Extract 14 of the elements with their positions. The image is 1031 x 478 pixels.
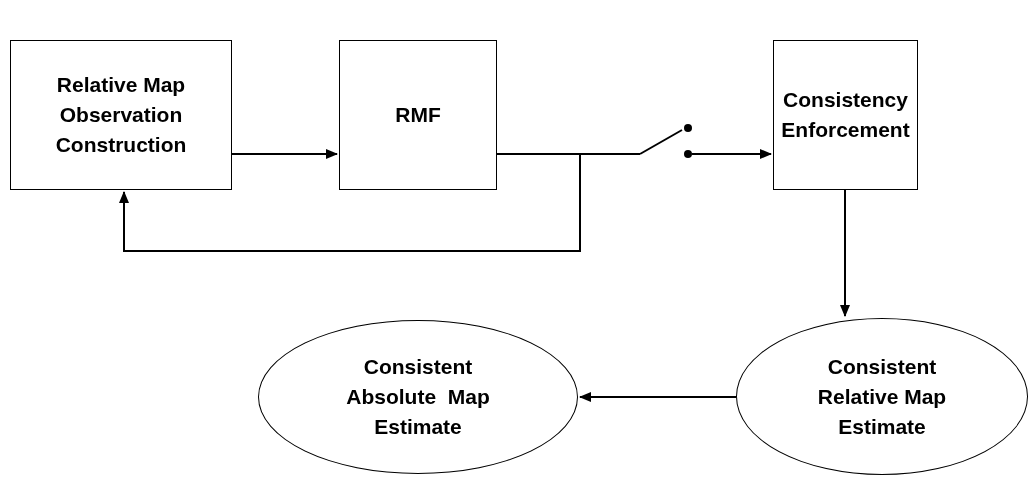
node-label: Relative Map Observation Construction <box>54 72 188 158</box>
node-label: Consistent Relative Map Estimate <box>816 353 948 440</box>
arrow <box>840 189 850 317</box>
arrow <box>231 149 338 159</box>
switch-symbol <box>638 122 694 160</box>
node-label: Consistent Absolute Map Estimate <box>345 354 491 440</box>
arrow <box>691 149 772 159</box>
node-label: RMF <box>394 102 442 128</box>
process-box <box>10 40 232 190</box>
arrow <box>579 392 737 402</box>
process-box <box>773 40 918 190</box>
process-box <box>339 40 497 190</box>
arrow <box>119 153 581 252</box>
node-label: Consistency Enforcement <box>780 87 911 143</box>
